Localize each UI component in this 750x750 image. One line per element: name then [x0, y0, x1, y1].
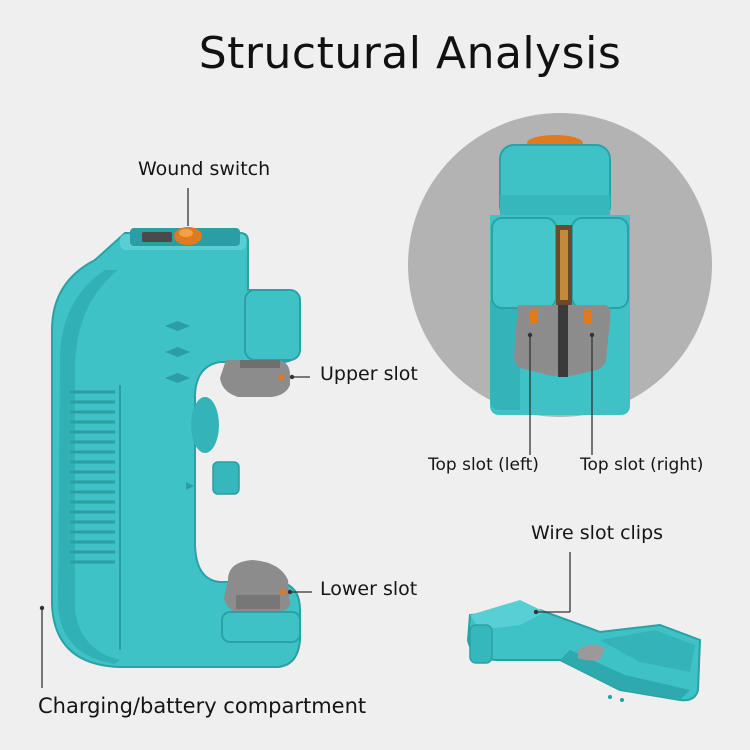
top-slot-right-blade [566, 305, 611, 376]
upper-slot-blade [220, 360, 290, 397]
top-slot-closeup [408, 113, 712, 417]
charging-compartment-label: Charging/battery compartment [38, 694, 367, 718]
wire-stripper-device [51, 227, 301, 668]
wound-switch-label: Wound switch [138, 158, 271, 180]
top-slot-left-blade [514, 305, 562, 376]
grip-ridges [70, 390, 115, 564]
leader-lines [41, 188, 593, 688]
top-slot-left-label: Top slot (left) [428, 455, 539, 475]
upper-slot-label: Upper slot [320, 363, 418, 385]
wire-slot-clip [466, 600, 702, 702]
direction-arrows [165, 321, 194, 490]
top-slot-right-label: Top slot (right) [580, 455, 704, 475]
wire-slot-clips-label: Wire slot clips [531, 522, 664, 544]
lower-slot-label: Lower slot [320, 578, 418, 600]
page-title: Structural Analysis [198, 28, 622, 79]
